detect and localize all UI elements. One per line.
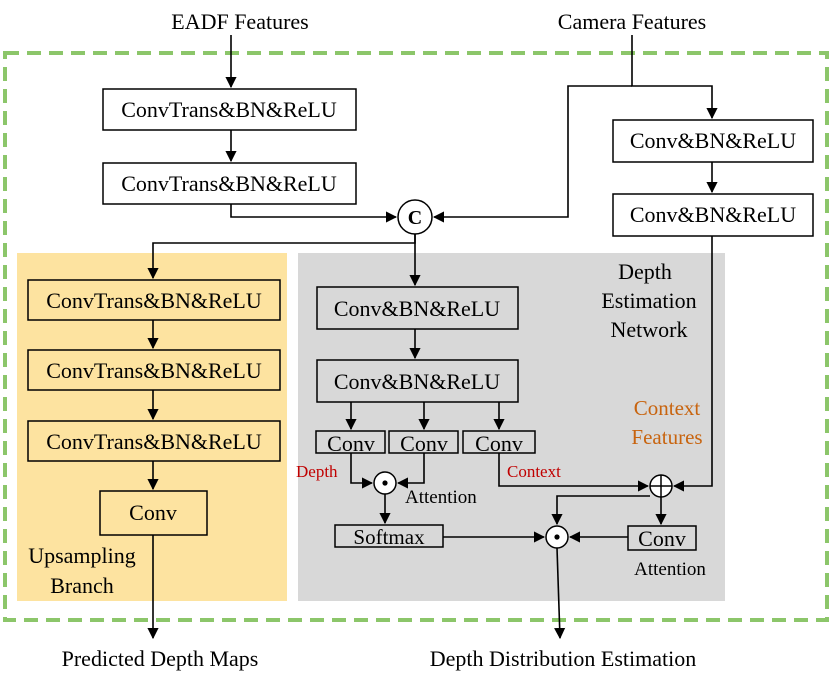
depth-net-conv-block-1-label: Conv&BN&ReLU bbox=[334, 296, 500, 321]
upsampling-convtrans-block-1-label: ConvTrans&BN&ReLU bbox=[46, 288, 262, 313]
depth-red-label: Depth bbox=[296, 462, 338, 481]
concat-node-symbol: C bbox=[408, 207, 422, 229]
eadf-features-label: EADF Features bbox=[171, 9, 308, 34]
camera-features-label: Camera Features bbox=[558, 9, 706, 34]
arrow-add-to-final-multiply bbox=[551, 495, 650, 526]
depth-conv-a-label: Conv bbox=[327, 431, 375, 456]
eadf-convtrans-block-1 bbox=[102, 88, 357, 131]
depth-net-conv-block-1 bbox=[316, 286, 519, 330]
upsampling-convtrans-block-3-label: ConvTrans&BN&ReLU bbox=[46, 429, 262, 454]
depth-conv-b-label: Conv bbox=[400, 431, 448, 456]
attention-multiply-dot-1 bbox=[382, 480, 388, 486]
arrow-camera-to-concat bbox=[432, 85, 632, 223]
eadf-convtrans-block-2-label: ConvTrans&BN&ReLU bbox=[121, 171, 337, 196]
upsampling-convtrans-block-2-label: ConvTrans&BN&ReLU bbox=[46, 358, 262, 383]
camera-conv-block-2 bbox=[612, 193, 814, 237]
arrow-conv-a-to-attention bbox=[350, 453, 374, 489]
upsampling-convtrans-block-3 bbox=[27, 420, 281, 462]
final-multiply-dot bbox=[554, 534, 560, 540]
eadf-convtrans-block-2 bbox=[102, 162, 357, 205]
depth-net-title-line2: Estimation bbox=[601, 288, 696, 313]
arrow-conv-b-to-attention bbox=[396, 453, 425, 489]
context-features-label-line2: Features bbox=[631, 425, 702, 449]
eadf-convtrans-block-1-label: ConvTrans&BN&ReLU bbox=[121, 97, 337, 122]
arrow-eadf-block2-to-concat bbox=[230, 204, 398, 223]
attention-label-1: Attention bbox=[405, 487, 477, 508]
context-features-label-line1: Context bbox=[634, 396, 701, 420]
arrow-final-multiply-to-output bbox=[554, 547, 566, 640]
predicted-depth-maps-label: Predicted Depth Maps bbox=[62, 646, 259, 671]
depth-net-conv-block-2 bbox=[316, 359, 519, 403]
depth-distribution-estimation-label: Depth Distribution Estimation bbox=[430, 646, 696, 671]
upsampling-convtrans-block-2 bbox=[27, 349, 281, 391]
upsampling-conv-block bbox=[99, 490, 208, 536]
arrow-conv-c-to-add bbox=[498, 453, 650, 492]
camera-conv-block-1-label: Conv&BN&ReLU bbox=[630, 128, 796, 153]
attention-label-2: Attention bbox=[634, 559, 706, 580]
upsampling-convtrans-block-1 bbox=[27, 279, 281, 321]
attention-conv-block-label: Conv bbox=[638, 526, 686, 551]
upsampling-conv-block-label: Conv bbox=[129, 500, 177, 525]
camera-conv-block-2-label: Conv&BN&ReLU bbox=[630, 202, 796, 227]
softmax-block-label: Softmax bbox=[353, 525, 425, 549]
upsampling-branch-label-line1: Upsampling bbox=[28, 543, 136, 568]
depth-net-conv-block-2-label: Conv&BN&ReLU bbox=[334, 369, 500, 394]
module-dashed-frame bbox=[3, 51, 829, 622]
depth-net-title-line1: Depth bbox=[618, 259, 672, 284]
context-red-label: Context bbox=[507, 462, 561, 481]
upsampling-branch-label-line2: Branch bbox=[50, 573, 114, 598]
attention-conv-block bbox=[627, 525, 697, 551]
arrow-camera-conv2-to-add bbox=[672, 236, 713, 492]
context-conv-c-label: Conv bbox=[475, 431, 523, 456]
depth-net-title-line3: Network bbox=[611, 317, 688, 342]
arrow-camera-to-conv1 bbox=[631, 35, 718, 120]
camera-conv-block-1 bbox=[612, 119, 814, 163]
softmax-block bbox=[334, 524, 444, 548]
